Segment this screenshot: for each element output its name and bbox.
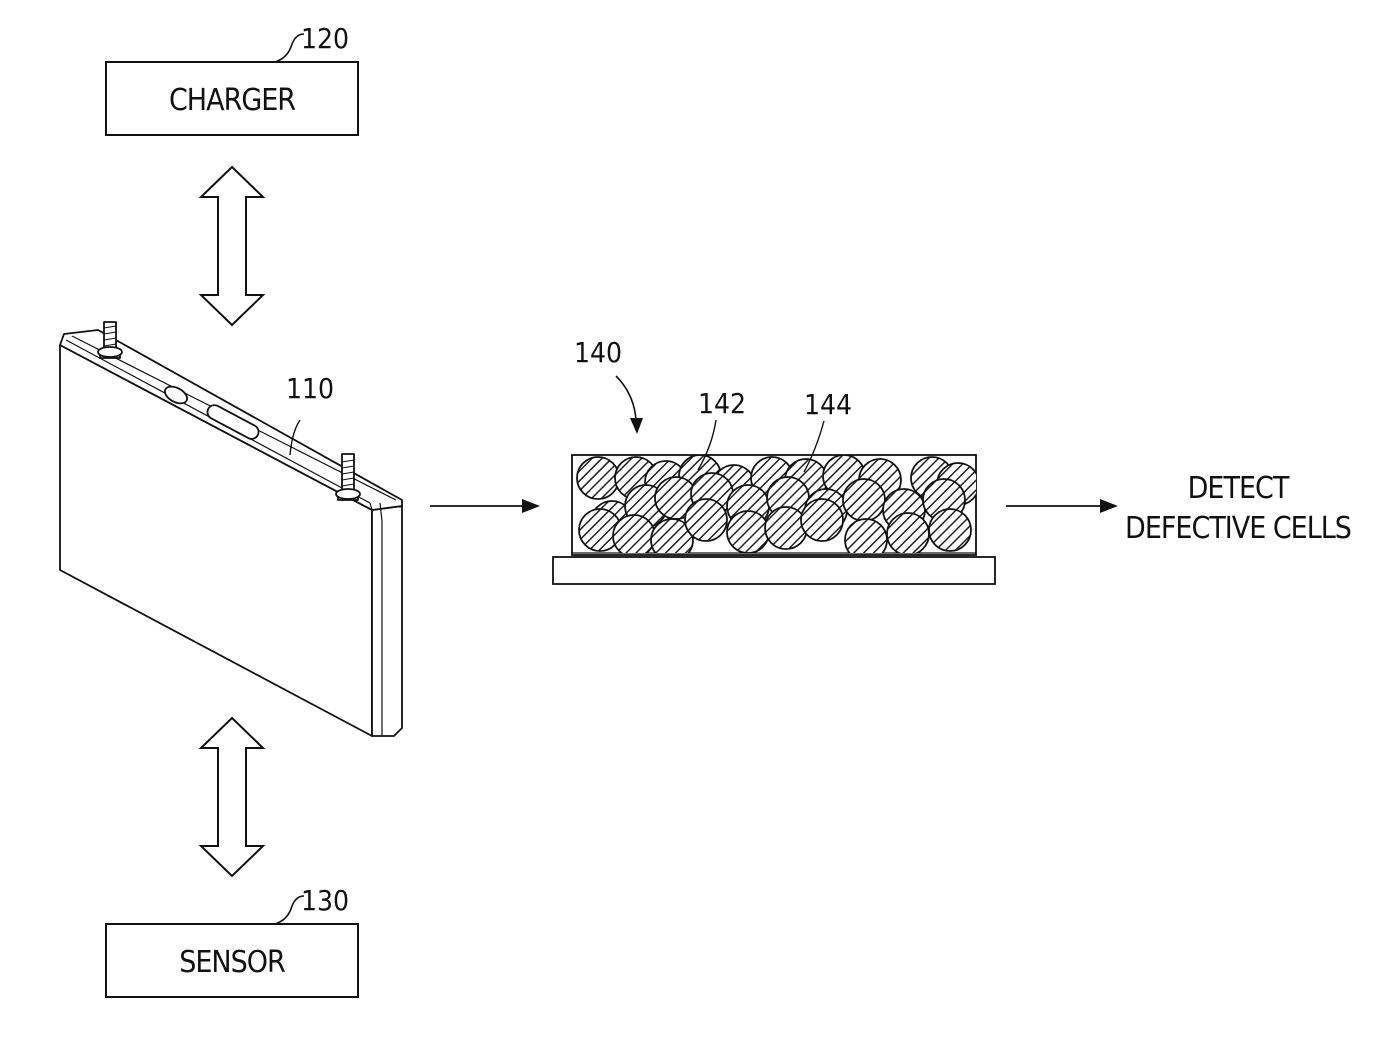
particle <box>843 479 885 521</box>
particle <box>685 499 727 541</box>
sensor-label: SENSOR <box>179 945 285 980</box>
particle <box>765 507 807 549</box>
particle <box>613 515 655 557</box>
charger-double-arrow <box>201 167 263 325</box>
sensor-block: SENSOR 130 <box>106 884 358 997</box>
particle <box>929 509 971 551</box>
particle-ref-142: 142 <box>698 387 746 420</box>
analyzer-ref-arrow <box>616 376 636 420</box>
charger-ref: 120 <box>301 22 349 55</box>
particle <box>727 511 769 553</box>
charger-block: CHARGER 120 <box>106 22 358 135</box>
flow-arrow-2 <box>1006 499 1118 513</box>
analyzer-tray <box>553 455 995 584</box>
battery-ref: 110 <box>286 372 334 405</box>
particle <box>577 457 619 499</box>
flow-arrow-1 <box>430 499 540 513</box>
output-line-2: DEFECTIVE CELLS <box>1125 511 1351 546</box>
charger-label: CHARGER <box>169 83 295 118</box>
battery-cell <box>60 322 402 736</box>
sensor-ref: 130 <box>301 884 349 917</box>
particle-ref-144: 144 <box>804 388 852 421</box>
sensor-double-arrow <box>201 718 263 876</box>
particle <box>887 513 929 555</box>
particle-layer <box>577 455 979 561</box>
analyzer-ref: 140 <box>574 336 622 369</box>
analyzer-ref-arrowhead <box>630 418 643 434</box>
particle <box>801 499 843 541</box>
output-line-1: DETECT <box>1188 471 1290 506</box>
